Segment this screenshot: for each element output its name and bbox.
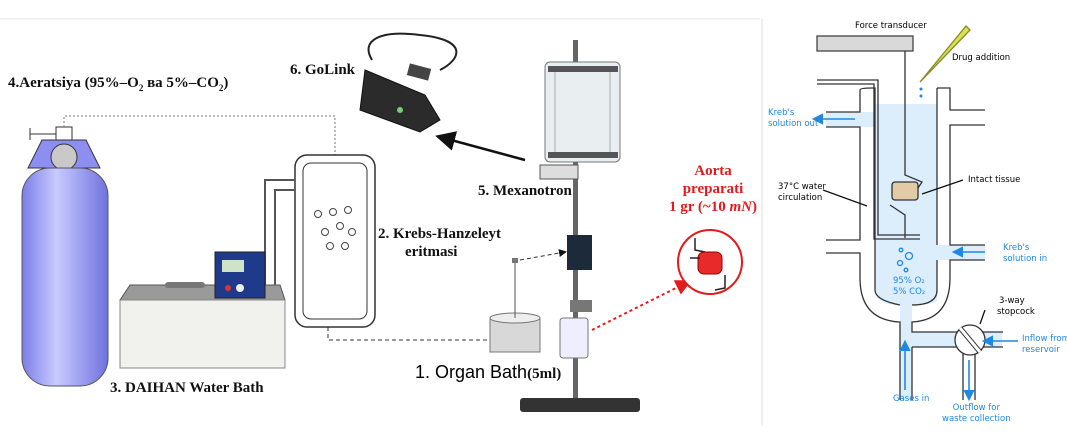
krebs-label-2: eritmasi (405, 244, 458, 260)
organ-bath-stand (520, 40, 640, 412)
krebs-flask (264, 154, 376, 328)
transducer-link (519, 249, 567, 261)
golink-label: 6. GoLink (290, 62, 356, 78)
aorta-arrow (591, 280, 692, 331)
water-bath-label: 3. DAIHAN Water Bath (110, 380, 264, 396)
organ-bath-label: 1. Organ Bath(5ml) (415, 362, 562, 382)
mexanotron-label: 5. Mexanotron (478, 183, 572, 199)
aorta-label: Aorta preparati 1 gr (~10 mN) (669, 163, 757, 215)
signal-arrow (435, 131, 526, 162)
perfusion-line (327, 327, 490, 341)
intact-tissue-label: Intact tissue (968, 175, 1021, 185)
force-transducer-label: Force transducer (855, 21, 927, 31)
drug-addition-label: Drug addition (952, 53, 1011, 63)
gas-cylinder (21, 126, 109, 387)
organ-bath (489, 258, 541, 353)
water-bath (119, 251, 286, 369)
golink-device (359, 32, 458, 133)
gases-in-label: Gases in (893, 394, 930, 404)
krebs-label-1: 2. Krebs-Hanzeleyt (378, 226, 502, 242)
organ-bath-schematic (816, 25, 1003, 400)
aeration-label: 4.Aeratsiya (95%–O2 ва 5%–CO2) (8, 75, 229, 93)
aorta-preparation-icon (677, 229, 743, 295)
flow-arrows (811, 113, 1018, 402)
